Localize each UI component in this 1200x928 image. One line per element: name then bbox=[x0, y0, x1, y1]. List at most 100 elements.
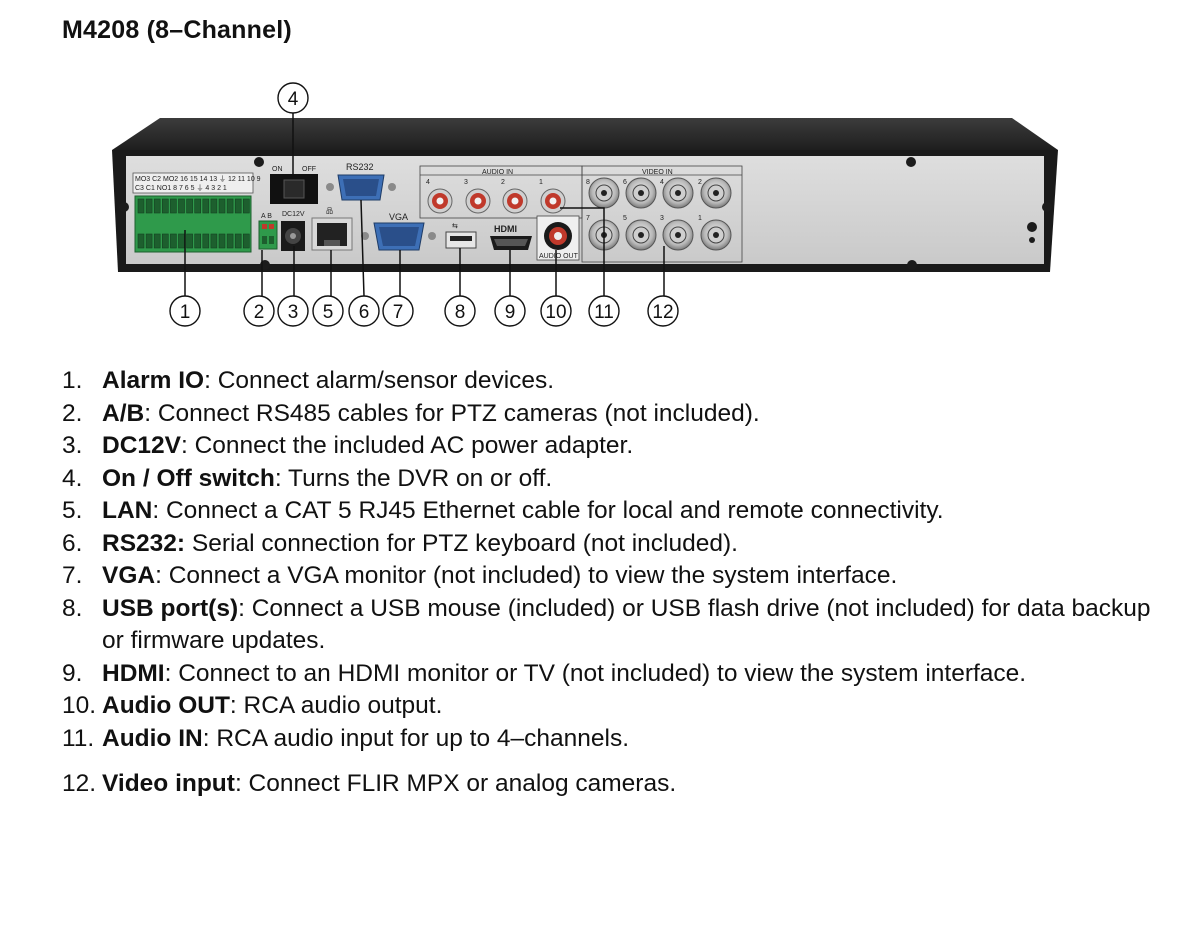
bnc-video-in-3[interactable] bbox=[662, 219, 694, 251]
terminal-pin bbox=[137, 233, 145, 249]
terminal-pin bbox=[243, 233, 250, 249]
bnc-video-in-8[interactable] bbox=[588, 177, 620, 209]
hdmi-label: HDMI bbox=[494, 224, 517, 234]
video-in-number: 5 bbox=[623, 215, 627, 222]
legend-item-description: : Connect RS485 cables for PTZ cameras (… bbox=[144, 399, 760, 427]
terminal-pin bbox=[170, 198, 177, 214]
legend-item-description: : Connect the included AC power adapter. bbox=[180, 432, 634, 459]
legend-item-number: 2. bbox=[62, 399, 83, 427]
legend-item: 6.RS232: Serial connection for PTZ keybo… bbox=[62, 528, 1172, 561]
legend-item-term: On / Off switch bbox=[102, 464, 275, 492]
legend-item: 5.LAN: Connect a CAT 5 RJ45 Ethernet cab… bbox=[62, 495, 1172, 528]
legend-item-term: Audio IN bbox=[102, 724, 203, 752]
hdmi-port[interactable]: HDMI bbox=[490, 224, 532, 250]
legend-item-term: USB port(s) bbox=[102, 594, 239, 622]
callout-1: 1 bbox=[169, 295, 201, 327]
callout-5: 5 bbox=[312, 295, 344, 327]
audio-out-jack[interactable]: AUDIO OUT bbox=[536, 215, 580, 261]
rs232-port[interactable]: RS232 bbox=[326, 162, 396, 201]
legend-item-number: 6. bbox=[62, 529, 83, 557]
legend-item: 4.On / Off switch: Turns the DVR on or o… bbox=[62, 463, 1172, 496]
audio-in-jack-4[interactable] bbox=[427, 188, 453, 214]
video-in-number: 1 bbox=[698, 215, 702, 222]
audio-in-number: 2 bbox=[501, 179, 505, 186]
dc12v-jack[interactable]: DC12V bbox=[281, 211, 305, 251]
terminal-pin bbox=[153, 198, 161, 214]
legend-item-term: HDMI bbox=[102, 659, 165, 687]
legend-item-number: 7. bbox=[62, 562, 83, 589]
power-switch[interactable]: ON OFF bbox=[270, 166, 318, 204]
callout-4: 4 bbox=[277, 82, 309, 114]
svg-text:8: 8 bbox=[455, 302, 466, 323]
legend-item-term: LAN bbox=[102, 497, 153, 524]
video-in-number: 8 bbox=[586, 179, 590, 186]
legend-item: 11.Audio IN: RCA audio input for up to 4… bbox=[62, 723, 1172, 756]
callout-10: 10 bbox=[540, 295, 572, 327]
vga-port[interactable]: VGA bbox=[361, 212, 436, 251]
bnc-video-in-4[interactable] bbox=[662, 177, 694, 209]
terminal-pin bbox=[202, 233, 210, 249]
audio-in-jack-1[interactable] bbox=[540, 188, 566, 214]
usb-icon: ⇆ bbox=[452, 223, 458, 230]
terminal-pin bbox=[210, 198, 218, 214]
svg-text:4: 4 bbox=[288, 89, 299, 110]
legend-item-term: Audio OUT bbox=[102, 692, 230, 719]
legend-item-number: 8. bbox=[62, 594, 83, 622]
legend-item-number: 12. bbox=[62, 770, 97, 797]
legend-item-description: : Connect FLIR MPX or analog cameras. bbox=[234, 770, 677, 797]
legend-item-number: 1. bbox=[62, 367, 83, 394]
terminal-pin bbox=[145, 198, 153, 214]
callout-8: 8 bbox=[444, 295, 476, 327]
svg-text:10: 10 bbox=[545, 302, 566, 323]
legend-item-term: Alarm IO bbox=[102, 367, 205, 394]
terminal-pin bbox=[194, 233, 201, 249]
terminal-pin bbox=[210, 233, 218, 249]
legend-item: 7.VGA: Connect a VGA monitor (not includ… bbox=[62, 560, 1172, 593]
callout-2: 2 bbox=[243, 295, 275, 327]
bnc-video-in-2[interactable] bbox=[700, 177, 732, 209]
connector-legend-list: 1.Alarm IO: Connect alarm/sensor devices… bbox=[62, 365, 1172, 801]
svg-text:3: 3 bbox=[288, 302, 299, 323]
callout-3: 3 bbox=[277, 295, 309, 327]
bnc-video-in-1[interactable] bbox=[700, 219, 732, 251]
svg-text:5: 5 bbox=[323, 302, 334, 323]
audio-in-number: 1 bbox=[539, 179, 543, 186]
bnc-video-in-5[interactable] bbox=[625, 219, 657, 251]
terminal-pin bbox=[226, 198, 234, 214]
legend-item-description: : Connect a USB mouse (included) or USB … bbox=[102, 594, 1151, 655]
legend-item-term: RS232: bbox=[102, 529, 186, 557]
terminal-pin bbox=[243, 198, 250, 214]
terminal-pin bbox=[218, 198, 226, 214]
legend-item-term: Video input bbox=[102, 770, 235, 797]
terminal-pin bbox=[145, 233, 153, 249]
video-in-number: 6 bbox=[623, 179, 627, 186]
dvr-rear-panel-diagram: MO3 C2 MO2 16 15 14 13 ⏚ 12 11 10 9 C3 C… bbox=[112, 82, 1058, 327]
audio-in-jack-3[interactable] bbox=[465, 188, 491, 214]
bnc-video-in-6[interactable] bbox=[625, 177, 657, 209]
audio-in-number: 3 bbox=[464, 179, 468, 186]
audio-out-label: AUDIO OUT bbox=[539, 253, 579, 260]
alarm-io-terminal[interactable]: MO3 C2 MO2 16 15 14 13 ⏚ 12 11 10 9 C3 C… bbox=[132, 172, 261, 253]
audio-in-label: AUDIO IN bbox=[482, 169, 513, 176]
lan-port[interactable]: 品 bbox=[311, 207, 353, 251]
callout-9: 9 bbox=[494, 295, 526, 327]
svg-text:11: 11 bbox=[594, 302, 614, 323]
terminal-pin bbox=[186, 233, 193, 249]
video-in-number: 7 bbox=[586, 215, 590, 222]
terminal-row2-label: C3 C1 NO1 8 7 6 5 ⏚ 4 3 2 1 bbox=[135, 184, 227, 192]
audio-in-jack-2[interactable] bbox=[502, 188, 528, 214]
terminal-pin bbox=[153, 233, 161, 249]
svg-text:9: 9 bbox=[505, 302, 516, 323]
video-in-number: 2 bbox=[698, 179, 702, 186]
legend-item: 10.Audio OUT: RCA audio output. bbox=[62, 690, 1172, 723]
page-title: M4208 (8–Channel) bbox=[62, 16, 292, 44]
legend-item-number: 4. bbox=[62, 464, 83, 492]
svg-text:6: 6 bbox=[359, 302, 370, 323]
legend-item: 1.Alarm IO: Connect alarm/sensor devices… bbox=[62, 365, 1172, 398]
legend-item-number: 11. bbox=[62, 724, 95, 752]
svg-text:7: 7 bbox=[393, 302, 404, 323]
usb-port[interactable]: ⇆ bbox=[445, 223, 477, 249]
legend-item-number: 5. bbox=[62, 497, 83, 524]
ab-rs485-terminal[interactable]: A B bbox=[258, 213, 278, 250]
